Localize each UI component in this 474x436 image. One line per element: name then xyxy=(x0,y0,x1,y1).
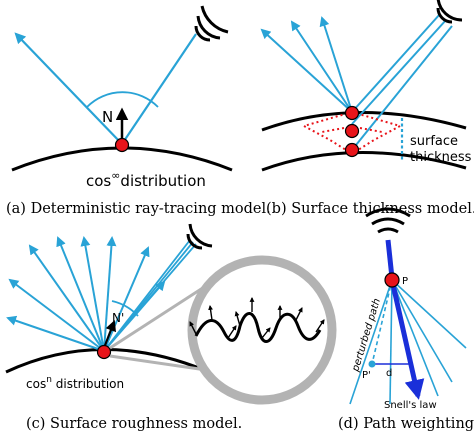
spread-rays xyxy=(349,279,467,405)
point-p-prime xyxy=(368,360,376,368)
incoming-rays xyxy=(351,13,453,151)
distribution-label: cos∞distribution xyxy=(86,169,206,190)
caption-c: (c) Surface roughness model. xyxy=(26,416,242,432)
scattered-rays xyxy=(6,236,166,352)
hit-point-2 xyxy=(344,123,360,139)
snells-law-path xyxy=(389,279,425,400)
incident-beam xyxy=(103,239,197,352)
magnifier-link-top xyxy=(109,280,213,350)
panel-d: P P' d perturbed path Snell's law (d) Pa… xyxy=(338,207,474,432)
outer-surface xyxy=(261,111,467,132)
perturbed-path xyxy=(371,279,393,365)
micro-normals xyxy=(189,297,325,339)
angle-arc xyxy=(86,91,159,108)
reflected-rays xyxy=(260,16,353,113)
rough-surface xyxy=(194,312,322,343)
hit-point xyxy=(96,344,112,360)
hit-point-3 xyxy=(344,142,360,158)
reflected-ray xyxy=(14,32,123,145)
antenna-icon xyxy=(186,223,213,250)
thickness-label-1: surface xyxy=(410,134,458,149)
internal-paths xyxy=(301,111,403,151)
distribution-label: cosn distribution xyxy=(26,375,124,391)
point-p-prime-label: P' xyxy=(362,370,371,381)
magnifier-ring xyxy=(187,255,337,405)
caption-b: (b) Surface thickness model. xyxy=(266,201,474,217)
thickness-label-2: thickness xyxy=(410,150,472,165)
caption-a: (a) Deterministic ray-tracing model. xyxy=(6,201,271,217)
point-p xyxy=(384,272,400,288)
normal-arrow xyxy=(102,319,116,349)
incident-ray xyxy=(121,33,197,145)
distance-label: d xyxy=(386,368,392,379)
inner-surface xyxy=(261,151,467,172)
incident-beam xyxy=(385,239,395,279)
snells-law-label: Snell's law xyxy=(384,400,437,411)
panel-c: N' cosn distribution (c) Surface roughne… xyxy=(5,223,337,432)
antenna-icon xyxy=(365,207,411,234)
hit-point xyxy=(114,137,130,153)
caption-d: (d) Path weighting. xyxy=(338,416,474,432)
angle-arc xyxy=(111,300,139,317)
normal-label: N' xyxy=(112,311,124,325)
antenna-icon xyxy=(436,0,463,24)
point-p-label: P xyxy=(402,276,408,287)
normal-label: N xyxy=(102,108,113,126)
hit-point-1 xyxy=(344,105,360,121)
panel-b: surface thickness (b) Surface thickness … xyxy=(260,0,474,217)
panel-a: N cos∞distribution (a) Deterministic ray… xyxy=(6,5,271,217)
antenna-icon xyxy=(194,5,229,42)
